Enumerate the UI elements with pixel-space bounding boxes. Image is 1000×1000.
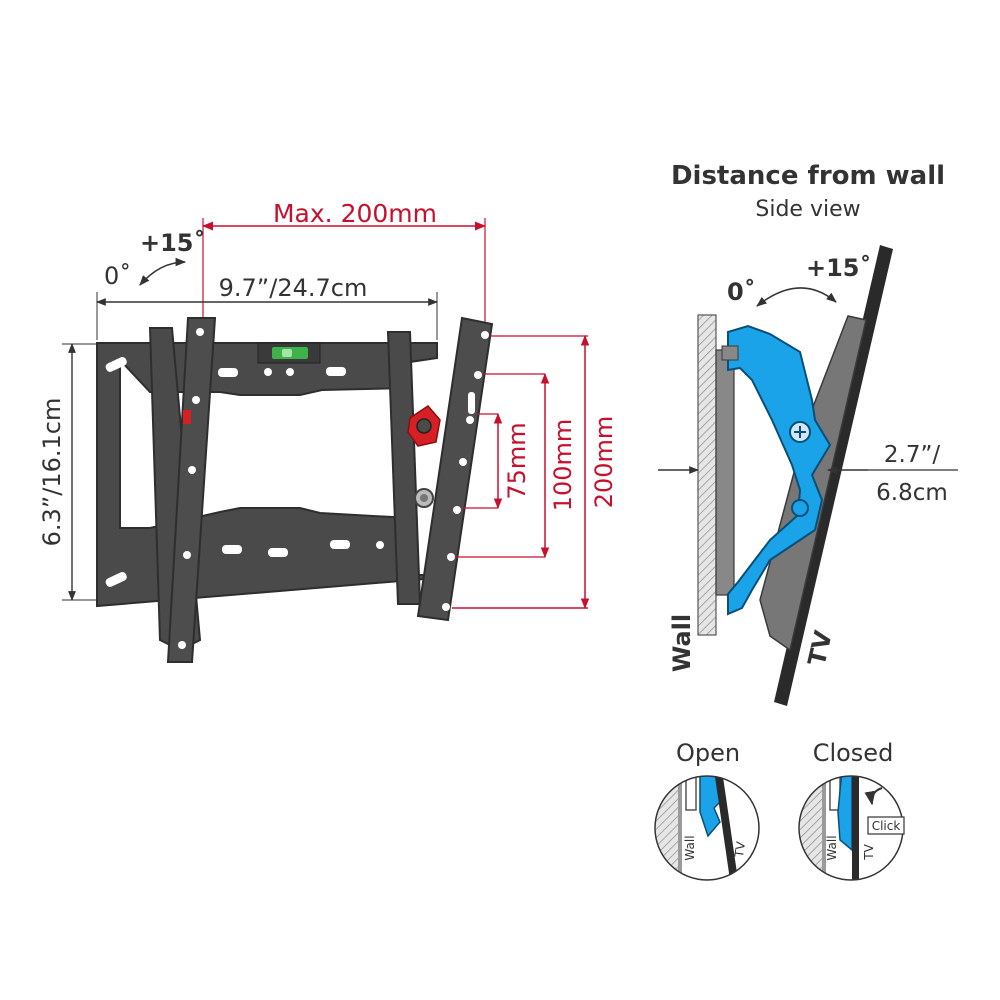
- lock-state-open: Open Wall TV: [654, 739, 760, 881]
- max-vesa-label: Max. 200mm: [273, 199, 437, 228]
- wall-section: [697, 314, 717, 636]
- side-tilt-max-label: +15˚: [806, 254, 872, 282]
- distance-dimension: 2.7”/ 6.8cm: [658, 442, 958, 506]
- tv-label: TV: [803, 628, 838, 669]
- vesa-75-label: 75mm: [503, 422, 531, 499]
- distance-label-line1: 2.7”/: [884, 442, 940, 468]
- vesa-dimensions: 75mm 100mm 200mm: [452, 334, 618, 610]
- front-tilt-indicator: +15˚ 0˚: [104, 229, 206, 290]
- width-label: 9.7”/24.7cm: [219, 274, 368, 302]
- side-view-subtitle: Side view: [755, 197, 860, 222]
- width-dimension: 9.7”/24.7cm: [96, 274, 438, 340]
- side-tilt-indicator: 0˚ +15˚: [727, 254, 872, 307]
- front-view: Max. 200mm +15˚ 0˚ 9.7”/24.7cm 6.3”/16.1…: [38, 199, 618, 663]
- vesa-200-label: 200mm: [590, 416, 618, 509]
- front-tilt-max-label: +15˚: [140, 229, 206, 257]
- wall-label: Wall: [668, 614, 696, 672]
- height-dimension: 6.3”/16.1cm: [38, 343, 100, 601]
- bubble-level: [257, 342, 321, 364]
- distance-label-line2: 6.8cm: [876, 480, 948, 506]
- closed-label: Closed: [813, 739, 894, 767]
- open-tv-label: TV: [732, 840, 748, 859]
- vesa-100-label: 100mm: [549, 419, 577, 512]
- click-badge: [867, 816, 905, 835]
- open-wall-label: Wall: [683, 835, 697, 860]
- height-label: 6.3”/16.1cm: [38, 398, 66, 547]
- side-view-title: Distance from wall: [671, 161, 945, 191]
- lock-state-closed: Closed Click Wall TV: [798, 739, 905, 881]
- side-tilt-min-label: 0˚: [727, 278, 756, 306]
- tilt-arm: [727, 324, 832, 616]
- max-vesa-dimension: Max. 200mm: [201, 199, 487, 330]
- front-tilt-min-label: 0˚: [104, 262, 131, 290]
- right-tv-arm: [386, 316, 494, 622]
- click-label: Click: [872, 819, 901, 833]
- click-arrow-icon: [864, 787, 883, 806]
- wall-plate: [96, 342, 438, 608]
- closed-tv-label: TV: [862, 843, 876, 860]
- closed-wall-label: Wall: [825, 835, 839, 860]
- tilt-lock-knob: [407, 405, 441, 508]
- left-tv-arm: [148, 317, 217, 663]
- side-view: Distance from wall Side view Wall TV 0˚ …: [658, 161, 958, 706]
- open-label: Open: [676, 739, 740, 767]
